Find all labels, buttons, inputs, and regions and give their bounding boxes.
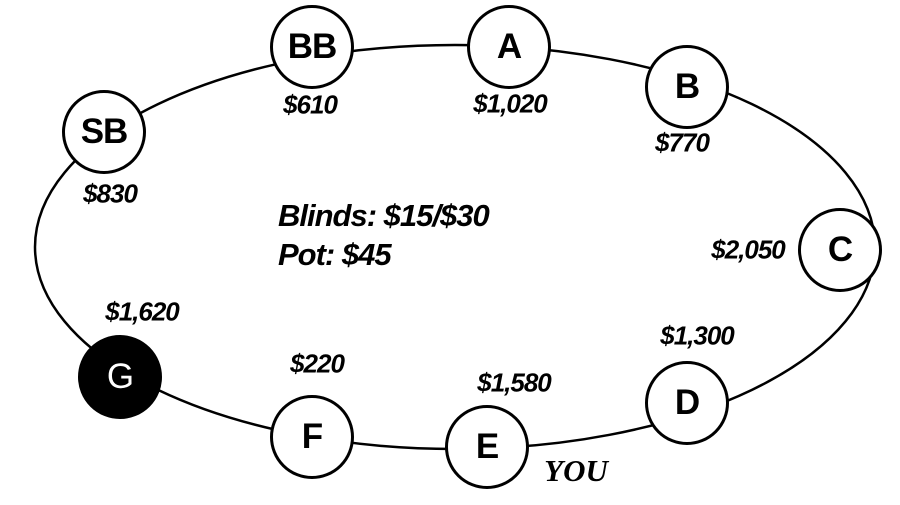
seat-g-label: G — [106, 357, 134, 396]
you-marker: YOU — [544, 453, 608, 488]
stack-d: $1,300 — [660, 320, 735, 351]
blinds-text: Blinds: $15/$30 — [278, 198, 490, 233]
stack-b: $770 — [655, 127, 710, 158]
stack-f: $220 — [290, 348, 345, 379]
seat-f: F — [270, 395, 354, 479]
seat-e: E — [445, 405, 529, 489]
seat-sb-label: SB — [80, 112, 129, 151]
seat-b: B — [645, 45, 729, 129]
seat-e-label: E — [475, 427, 499, 466]
stack-g: $1,620 — [105, 296, 180, 327]
seat-d-label: D — [674, 383, 700, 422]
seat-f-label: F — [301, 417, 323, 456]
table-info: Blinds: $15/$30 Pot: $45 — [278, 196, 490, 274]
seat-b-label: B — [674, 67, 700, 106]
stack-bb: $610 — [283, 89, 338, 120]
seat-d: D — [645, 361, 729, 445]
stack-c: $2,050 — [711, 234, 786, 265]
seat-a: A — [467, 5, 551, 89]
stack-sb: $830 — [83, 178, 138, 209]
seat-c: C — [798, 208, 882, 292]
stack-a: $1,020 — [473, 88, 548, 119]
seat-bb-label: BB — [287, 27, 338, 66]
seat-c-label: C — [827, 230, 853, 269]
seat-a-label: A — [496, 27, 522, 66]
seat-bb: BB — [270, 5, 354, 89]
pot-text: Pot: $45 — [278, 237, 392, 272]
seat-g-dealer: G — [78, 335, 162, 419]
stack-e: $1,580 — [477, 367, 552, 398]
seat-sb: SB — [62, 90, 146, 174]
